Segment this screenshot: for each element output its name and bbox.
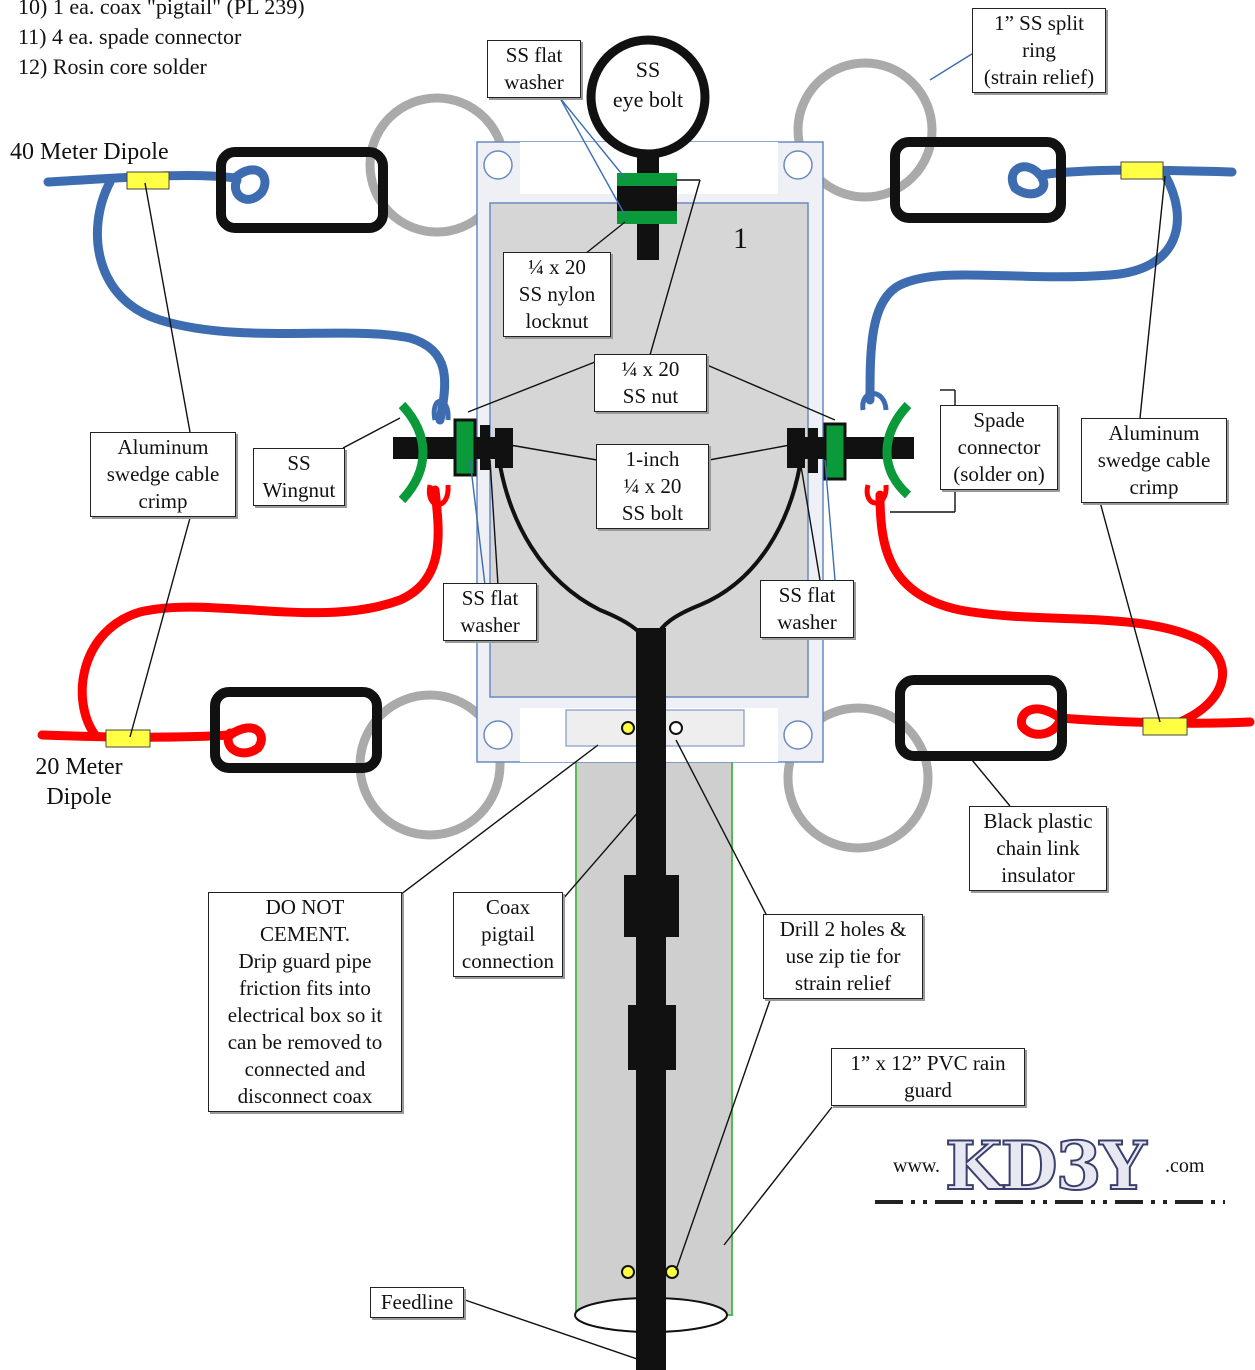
label-line: washer <box>504 70 564 94</box>
logo-dash-line <box>875 1200 1225 1204</box>
parts-list-item: 12) Rosin core solder <box>18 54 207 79</box>
label-feedline: Feedline <box>370 1287 464 1318</box>
label-20-meter-dipole: 20 Meter Dipole <box>20 752 138 812</box>
label-line: ring <box>1022 38 1056 62</box>
label-line: Wingnut <box>262 478 336 502</box>
kd3y-logo: www. KD3Y .com <box>875 1125 1225 1215</box>
label-drill-holes: Drill 2 holes & use zip tie for strain r… <box>763 914 923 999</box>
label-line: SS flat <box>505 43 563 67</box>
parts-list-item: 10) 1 ea. coax "pigtail" (PL 239) <box>18 0 305 19</box>
label-line: crimp <box>138 489 188 513</box>
label-spade-connector: Spade connector (solder on) <box>940 405 1058 490</box>
label-line: washer <box>460 613 520 637</box>
label-line: Spade <box>973 408 1025 432</box>
label-line: connection <box>461 949 555 973</box>
label-line: connector <box>957 435 1041 459</box>
label-40-meter-dipole: 40 Meter Dipole <box>10 139 169 165</box>
label-line: crimp <box>1129 475 1179 499</box>
label-line: 1” x 12” PVC rain <box>850 1051 1006 1075</box>
label-split-ring: 1” SS split ring (strain relief) <box>972 8 1106 93</box>
split-ring-top-right <box>793 58 937 202</box>
logo-com: .com <box>1165 1155 1205 1177</box>
label-line: DO NOT <box>265 895 345 919</box>
label-line: SS nut <box>622 384 679 408</box>
label-line: swedge cable <box>106 462 220 486</box>
label-line: 20 Meter <box>35 754 123 780</box>
label-ss-wingnut: SS Wingnut <box>253 448 345 506</box>
leader-lines <box>129 51 1166 1361</box>
label-pvc-rain-guard: 1” x 12” PVC rain guard <box>831 1048 1025 1106</box>
label-line: CEMENT. <box>259 922 351 946</box>
logo-www: www. <box>893 1155 941 1177</box>
label-aluminum-crimp-right: Aluminum swedge cable crimp <box>1081 418 1227 503</box>
label-line: eye bolt <box>612 87 684 112</box>
label-nylon-locknut: ¼ x 20 SS nylon locknut <box>503 252 611 337</box>
label-line: (solder on) <box>953 462 1045 486</box>
label-line: can be removed to <box>227 1030 383 1054</box>
label-line: ¼ x 20 <box>623 474 682 498</box>
label-line: Black plastic <box>983 809 1093 833</box>
label-line: guard <box>904 1078 952 1102</box>
label-line: SS flat <box>461 586 519 610</box>
logo-brand: KD3Y <box>944 1126 1148 1206</box>
label-line: SS nylon <box>518 282 596 306</box>
label-line: insulator <box>1001 863 1075 887</box>
label-line: use zip tie for <box>785 944 901 968</box>
coax-feedline <box>621 628 683 1370</box>
label-ss-eye-bolt: SS eye bolt <box>598 55 698 115</box>
box-number: 1 <box>733 222 748 255</box>
label-line: Dipole <box>46 784 112 810</box>
split-rings <box>355 58 937 853</box>
label-line: Drip guard pipe <box>238 949 372 973</box>
insulator-top-left <box>216 147 388 233</box>
label-line: friction fits into <box>239 976 371 1000</box>
label-line: strain relief <box>794 971 892 995</box>
label-line: SS <box>287 451 311 475</box>
label-line: Aluminum <box>1108 421 1200 445</box>
label-line: SS flat <box>778 583 836 607</box>
parts-list-item: 11) 4 ea. spade connector <box>18 24 242 49</box>
label-line: ¼ x 20 <box>528 255 586 279</box>
eye-bolt <box>586 35 710 260</box>
label-line: connected and <box>244 1057 366 1081</box>
label-line: locknut <box>525 309 589 333</box>
label-line: washer <box>777 610 837 634</box>
label-line: (strain relief) <box>983 65 1095 89</box>
label-line: electrical box so it <box>227 1003 383 1027</box>
label-line: disconnect coax <box>237 1084 373 1108</box>
label-line: chain link <box>996 836 1080 860</box>
split-ring-bottom-right <box>783 703 933 853</box>
label-line: 1” SS split <box>994 11 1084 35</box>
label-aluminum-crimp-left: Aluminum swedge cable crimp <box>90 432 236 517</box>
label-coax-pigtail: Coax pigtail connection <box>453 892 563 977</box>
label-ss-flat-washer-right: SS flat washer <box>760 580 854 638</box>
coax-inner-wires <box>498 464 802 642</box>
label-ss-nut: ¼ x 20 SS nut <box>594 354 707 412</box>
label-ss-flat-washer-left: SS flat washer <box>443 583 537 641</box>
label-line: SS bolt <box>621 501 684 525</box>
label-do-not-cement: DO NOT CEMENT. Drip guard pipe friction … <box>208 892 402 1112</box>
aluminum-crimps <box>105 161 1188 748</box>
side-bolts <box>393 401 914 504</box>
label-line: Coax <box>485 895 531 919</box>
label-ss-bolt: 1-inch ¼ x 20 SS bolt <box>596 444 709 529</box>
label-line: 1-inch <box>625 447 680 471</box>
label-chain-link-insulator: Black plastic chain link insulator <box>969 806 1107 891</box>
label-line: swedge cable <box>1097 448 1211 472</box>
label-line: SS <box>635 57 661 82</box>
label-line: pigtail <box>481 922 535 946</box>
chain-link-insulators <box>210 137 1067 773</box>
label-line: ¼ x 20 <box>621 357 680 381</box>
spade-connectors <box>426 391 889 507</box>
label-line: Drill 2 holes & <box>779 917 907 941</box>
insulator-bottom-right <box>895 675 1067 761</box>
insulator-top-right <box>890 137 1066 223</box>
insulator-bottom-left <box>210 687 382 773</box>
parts-list: 10) 1 ea. coax "pigtail" (PL 239) 11) 4 … <box>18 0 305 82</box>
label-line: Aluminum <box>117 435 209 459</box>
label-ss-flat-washer-top: SS flat washer <box>487 40 581 98</box>
